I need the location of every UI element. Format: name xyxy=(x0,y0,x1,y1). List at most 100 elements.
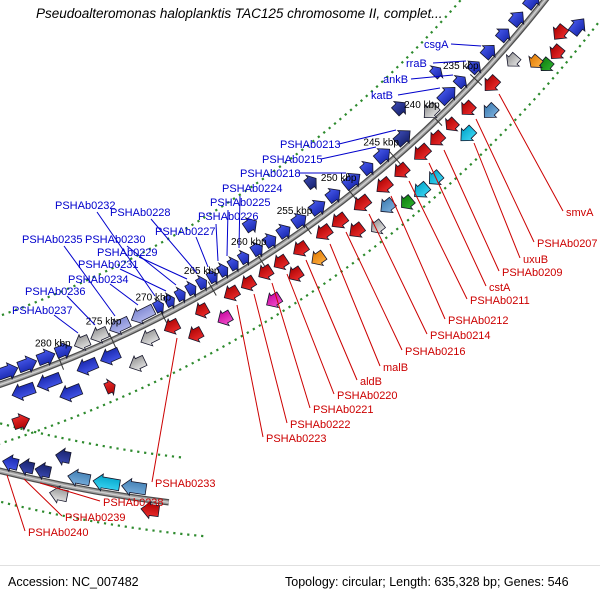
gene-PSHAb0228[interactable] xyxy=(194,273,211,293)
gene-label-PSHAb0212[interactable]: PSHAb0212 xyxy=(448,315,509,327)
gene-arrow[interactable] xyxy=(57,381,84,405)
gene-label-PSHAb0229[interactable]: PSHAb0229 xyxy=(97,247,158,259)
gene-arrow[interactable] xyxy=(520,0,545,12)
gene-PSHAb0239[interactable] xyxy=(17,457,36,477)
gene-label-PSHAb0235[interactable]: PSHAb0235 xyxy=(22,234,83,246)
gene-arrow[interactable] xyxy=(390,97,411,119)
gene-label-PSHAb0211[interactable]: PSHAb0211 xyxy=(470,295,530,307)
gene-label-PSHAb0225[interactable]: PSHAb0225 xyxy=(210,197,271,209)
gene-arrow[interactable] xyxy=(306,195,330,219)
gene-label-PSHAb0216[interactable]: PSHAb0216 xyxy=(405,346,466,358)
gene-label-PSHAb0221[interactable]: PSHAb0221 xyxy=(313,404,374,416)
gene-label-ankB[interactable]: ankB xyxy=(383,74,408,86)
gene-PSHAb0231[interactable] xyxy=(162,291,178,311)
gene-PSHAb0220[interactable] xyxy=(269,252,291,274)
gene-arrow[interactable] xyxy=(74,355,100,379)
gene-PSHAb0215[interactable] xyxy=(371,143,395,167)
gene-arrow[interactable] xyxy=(493,23,515,44)
gene-arrow[interactable] xyxy=(566,14,590,39)
gene-csgA[interactable] xyxy=(478,40,500,62)
gene-PSHAb0237[interactable] xyxy=(71,332,92,354)
gene-PSHAb0209[interactable] xyxy=(425,128,448,151)
gene-label-rraB[interactable]: rraB xyxy=(406,58,427,70)
gene-arrow[interactable] xyxy=(92,472,121,493)
gene-label-PSHAb0239[interactable]: PSHAb0239 xyxy=(65,512,126,524)
gene-PSHAb0222[interactable] xyxy=(237,273,258,295)
gene-PSHAb0221[interactable] xyxy=(254,262,275,284)
gene-PSHAb0229[interactable] xyxy=(183,279,200,299)
gene-label-PSHAb0238[interactable]: PSHAb0238 xyxy=(103,497,164,509)
gene-PSHAb0238[interactable] xyxy=(33,461,52,481)
gene-label-PSHAb0209[interactable]: PSHAb0209 xyxy=(502,267,563,279)
gene-arrow[interactable] xyxy=(525,52,546,73)
gene-arrow[interactable] xyxy=(427,62,446,81)
gene-arrow[interactable] xyxy=(307,248,329,270)
gene-cstA[interactable] xyxy=(409,141,434,166)
gene-label-malB[interactable]: malB xyxy=(383,362,408,374)
gene-arrow[interactable] xyxy=(97,345,122,369)
gene-uxuB[interactable] xyxy=(455,123,479,147)
gene-label-smvA[interactable]: smvA xyxy=(566,207,594,219)
gene-arrow[interactable] xyxy=(506,7,529,30)
gene-PSHAb0226[interactable] xyxy=(215,260,232,280)
gene-label-PSHAb0231[interactable]: PSHAb0231 xyxy=(78,259,139,271)
gene-label-PSHAb0213[interactable]: PSHAb0213 xyxy=(280,139,341,151)
gene-PSHAb0240[interactable] xyxy=(1,453,20,473)
gene-arrow[interactable] xyxy=(545,42,567,64)
gene-PSHAb0213[interactable] xyxy=(391,125,416,150)
gene-arrow[interactable] xyxy=(478,100,501,123)
gene-arrow[interactable] xyxy=(137,327,161,350)
gene-PSHAb0230[interactable] xyxy=(173,285,190,305)
gene-arrow[interactable] xyxy=(409,179,433,203)
gene-PSHAb0218[interactable] xyxy=(340,168,365,193)
gene-label-PSHAb0237[interactable]: PSHAb0237 xyxy=(12,305,73,317)
gene-arrow[interactable] xyxy=(302,172,321,192)
gene-PSHAb0235[interactable] xyxy=(106,314,132,338)
gene-PSHAb0207[interactable] xyxy=(456,98,478,120)
gene-PSHAb0227[interactable] xyxy=(205,267,222,287)
gene-arrow[interactable] xyxy=(424,167,446,189)
gene-arrow[interactable] xyxy=(140,500,161,520)
gene-label-PSHAb0207[interactable]: PSHAb0207 xyxy=(537,238,598,250)
gene-PSHAb0211[interactable] xyxy=(389,160,412,183)
gene-ankB[interactable] xyxy=(451,71,471,91)
gene-label-PSHAb0223[interactable]: PSHAb0223 xyxy=(266,433,327,445)
gene-arrow[interactable] xyxy=(214,307,235,329)
gene-label-PSHAb0214[interactable]: PSHAb0214 xyxy=(430,330,491,342)
gene-arrow[interactable] xyxy=(284,263,306,285)
gene-arrow[interactable] xyxy=(126,353,148,376)
gene-arrow[interactable] xyxy=(103,377,119,397)
gene-arrow[interactable] xyxy=(502,50,524,71)
gene-PSHAb0236[interactable] xyxy=(87,324,110,347)
gene-label-PSHAb0230[interactable]: PSHAb0230 xyxy=(85,234,146,246)
gene-label-PSHAb0228[interactable]: PSHAb0228 xyxy=(110,207,171,219)
gene-arrow[interactable] xyxy=(261,230,281,251)
gene-arrow[interactable] xyxy=(35,346,58,368)
gene-arrow[interactable] xyxy=(241,214,262,236)
gene-PSHAb0216[interactable] xyxy=(327,210,351,234)
gene-PSHAb0223[interactable] xyxy=(220,282,242,305)
gene-arrow[interactable] xyxy=(366,217,387,239)
gene-label-uxuB[interactable]: uxuB xyxy=(523,254,548,266)
gene-label-PSHAb0236[interactable]: PSHAb0236 xyxy=(25,286,86,298)
gene-arrow[interactable] xyxy=(441,115,462,136)
gene-rraB[interactable] xyxy=(464,56,485,77)
gene-label-PSHAb0226[interactable]: PSHAb0226 xyxy=(198,211,259,223)
gene-label-PSHAb0240[interactable]: PSHAb0240 xyxy=(28,527,89,539)
gene-label-PSHAb0220[interactable]: PSHAb0220 xyxy=(337,390,398,402)
gene-label-PSHAb0218[interactable]: PSHAb0218 xyxy=(240,168,301,180)
gene-katB[interactable] xyxy=(435,81,461,107)
gene-label-PSHAb0233[interactable]: PSHAb0233 xyxy=(155,478,216,490)
gene-PSHAb0212[interactable] xyxy=(372,174,396,198)
gene-arrow[interactable] xyxy=(375,195,398,218)
gene-arrow[interactable] xyxy=(9,379,37,403)
gene-arrow[interactable] xyxy=(345,219,368,242)
gene-PSHAb0233[interactable] xyxy=(160,316,182,338)
gene-PSHAb0225[interactable] xyxy=(225,254,242,274)
gene-arrow[interactable] xyxy=(358,157,378,178)
gene-label-PSHAb0227[interactable]: PSHAb0227 xyxy=(155,226,216,238)
gene-arrow[interactable] xyxy=(323,184,345,206)
gene-arrow[interactable] xyxy=(396,192,417,214)
gene-label-PSHAb0232[interactable]: PSHAb0232 xyxy=(55,200,116,212)
gene-label-cstA[interactable]: cstA xyxy=(489,282,511,294)
